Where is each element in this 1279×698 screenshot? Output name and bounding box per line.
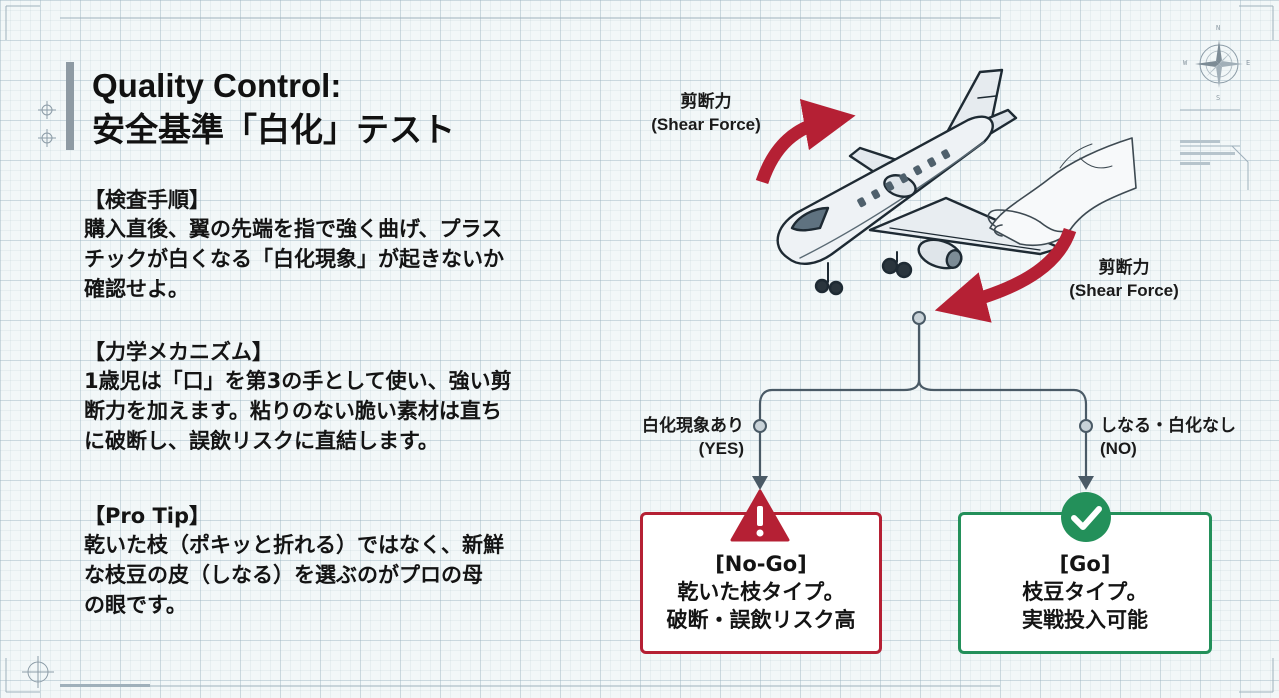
- warning-icon: [730, 489, 790, 542]
- shear-label-top-jp: 剪断力: [680, 92, 732, 111]
- section-heading: 【検査手順】: [84, 188, 210, 212]
- page-title: Quality Control: 安全基準「白化」テスト: [92, 64, 455, 152]
- branch-label-yes-line2: (YES): [698, 439, 744, 458]
- go-line1: 枝豆タイプ。: [1022, 580, 1148, 604]
- section-body-line: チックが白くなる「白化現象」が起きないか: [84, 247, 504, 271]
- compass-s-label: S: [1216, 94, 1221, 102]
- compass-rose-icon: [1195, 40, 1243, 88]
- section-heading: 【力学メカニズム】: [84, 340, 273, 364]
- node-top: [912, 311, 926, 325]
- title-accent-bar: [66, 62, 74, 150]
- section-body-line: 購入直後、翼の先端を指で強く曲げ、プラス: [84, 217, 503, 241]
- shear-arrows: [755, 98, 1077, 323]
- shear-label-top: 剪断力 (Shear Force): [642, 90, 770, 136]
- shear-label-bottom-jp: 剪断力: [1098, 258, 1150, 277]
- branch-label-yes: 白化現象あり (YES): [620, 414, 744, 460]
- shear-label-bottom-en: (Shear Force): [1069, 281, 1179, 300]
- nogo-tag: [No-Go]: [715, 552, 807, 576]
- compass-w-label: W: [1183, 59, 1188, 67]
- section-body-line: 確認せよ。: [84, 277, 189, 301]
- page-title-line1: Quality Control:: [92, 67, 342, 104]
- shear-label-top-en: (Shear Force): [651, 115, 761, 134]
- compass-n-label: N: [1216, 24, 1221, 32]
- decision-connectors: [752, 311, 1094, 490]
- nogo-line2: 破断・誤飲リスク高: [666, 608, 856, 632]
- shear-label-bottom: 剪断力 (Shear Force): [1060, 256, 1188, 302]
- passenger-windows: [857, 149, 951, 208]
- cockpit-window: [790, 206, 830, 232]
- arrowhead-yes: [752, 476, 768, 490]
- airplane-illustration: [776, 68, 1137, 296]
- nogo-text: [No-Go] 乾いた枝タイプ。 破断・誤飲リスク高: [640, 550, 882, 634]
- landing-gear: [814, 251, 913, 296]
- section-mechanics: 【力学メカニズム】 1歳児は「口」を第3の手として使い、強い剪 断力を加えます。…: [84, 338, 512, 456]
- go-text: [Go] 枝豆タイプ。 実戦投入可能: [958, 550, 1212, 634]
- section-body-line: 断力を加えます。粘りのない脆い素材は直ち: [84, 399, 502, 423]
- branch-label-no-line2: (NO): [1100, 439, 1137, 458]
- node-yes: [753, 419, 767, 433]
- checkmark-icon: [1061, 492, 1111, 542]
- branch-label-no-line1: しなる・白化なし: [1100, 416, 1236, 435]
- section-body-line: 乾いた枝（ポキッと折れる）ではなく、新鮮: [84, 533, 504, 557]
- nogo-line1: 乾いた枝タイプ。: [677, 580, 845, 604]
- section-body-line: 1歳児は「口」を第3の手として使い、強い剪: [84, 369, 512, 393]
- branch-label-no: しなる・白化なし (NO): [1100, 414, 1236, 460]
- compass-e-label: E: [1246, 59, 1251, 67]
- section-body-line: な枝豆の皮（しなる）を選ぶのがプロの母: [84, 563, 483, 587]
- section-heading: 【Pro Tip】: [84, 504, 211, 528]
- crosshair-icon-bottom: [22, 656, 54, 688]
- branch-label-yes-line1: 白化現象あり: [642, 416, 744, 435]
- go-line2: 実戦投入可能: [1022, 608, 1148, 632]
- go-tag: [Go]: [1059, 552, 1111, 576]
- page-title-line2: 安全基準「白化」テスト: [92, 111, 455, 148]
- section-inspection-procedure: 【検査手順】 購入直後、翼の先端を指で強く曲げ、プラス チックが白くなる「白化現…: [84, 186, 504, 304]
- fuselage: [776, 115, 994, 265]
- arrowhead-no: [1078, 476, 1094, 490]
- shear-arrow-bottom: [934, 227, 1077, 323]
- section-pro-tip: 【Pro Tip】 乾いた枝（ポキッと折れる）ではなく、新鮮 な枝豆の皮（しなる…: [84, 502, 504, 620]
- engine-near: [917, 238, 963, 270]
- crosshair-icon-top: [38, 101, 56, 147]
- section-body-line: の眼です。: [84, 593, 187, 617]
- node-no: [1079, 419, 1093, 433]
- shear-arrow-top: [755, 98, 856, 185]
- section-body-line: に破断し、誤飲リスクに直結します。: [84, 429, 439, 453]
